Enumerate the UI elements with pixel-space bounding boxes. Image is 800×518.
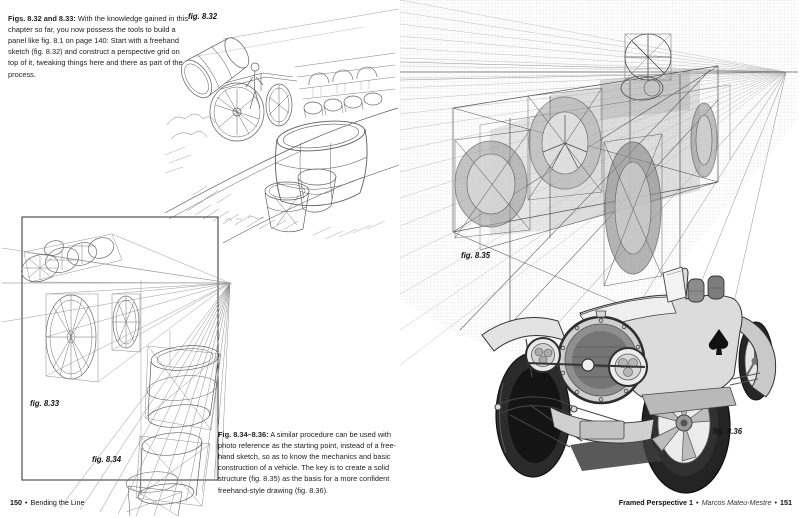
footer-separator: • xyxy=(774,498,777,507)
chapter-title: Bending the Line xyxy=(30,498,85,507)
page-number: 150 xyxy=(10,498,22,507)
caption-lead: Figs. 8.32 and 8.33: xyxy=(8,14,76,23)
page-number: 151 xyxy=(780,498,792,507)
fig-label-836: fig. 8.36 xyxy=(713,427,743,436)
fig-8-35-construction xyxy=(400,0,798,365)
book-title: Framed Perspective 1 xyxy=(618,498,694,507)
right-page: fig. 8.35 fig. 8.36 Framed Perspective 1… xyxy=(400,0,800,518)
caption-figs-834-836: Fig. 8.34–8.36: A similar procedure can … xyxy=(218,429,398,496)
left-page: Figs. 8.32 and 8.33: With the knowledge … xyxy=(1,8,400,517)
footer-separator: • xyxy=(25,498,28,507)
fig-label-832: fig. 8.32 xyxy=(188,12,218,21)
fig-label-834: fig. 8.34 xyxy=(92,455,122,464)
spade-emblem xyxy=(708,329,729,355)
fig-label-833: fig. 8.33 xyxy=(30,399,60,408)
fig-label-835: fig. 8.35 xyxy=(461,251,491,260)
caption-lead: Fig. 8.34–8.36: xyxy=(218,430,269,439)
caption-body: With the knowledge gained in this chapte… xyxy=(8,14,188,79)
caption-figs-832-833: Figs. 8.32 and 8.33: With the knowledge … xyxy=(8,13,188,80)
footer-separator: • xyxy=(696,498,699,507)
footer-left: 150•Bending the Line xyxy=(10,498,84,507)
footer-right: Framed Perspective 1•Marcos Mateu-Mestre… xyxy=(619,498,792,507)
author-name: Marcos Mateu-Mestre xyxy=(701,498,772,507)
caption-body: A similar procedure can be used with pho… xyxy=(218,430,396,495)
fig-8-32-sketch xyxy=(164,8,400,244)
fig-8-36-car xyxy=(481,266,777,494)
